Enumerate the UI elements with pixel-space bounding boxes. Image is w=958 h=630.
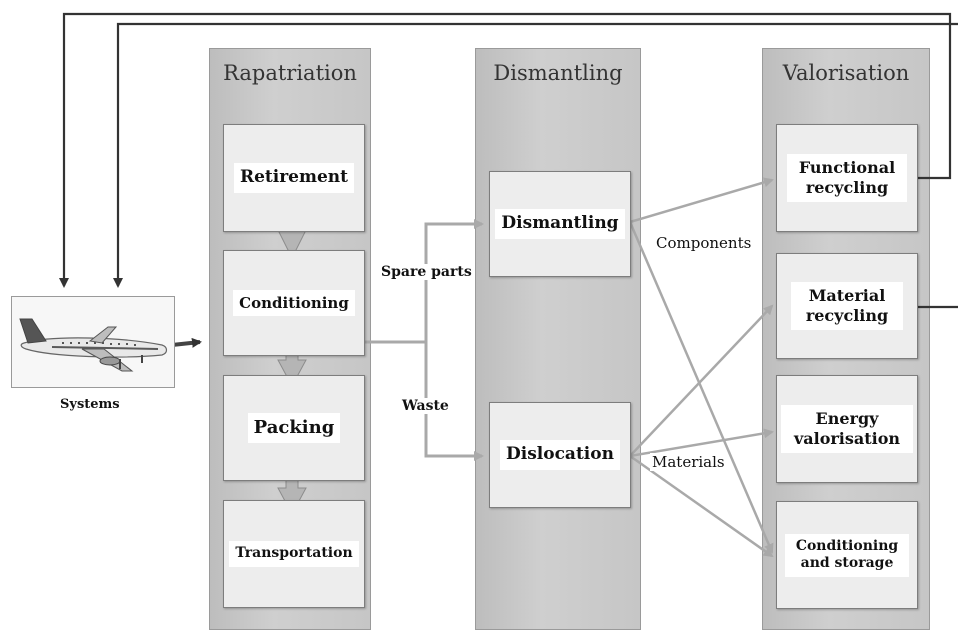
box-retirement-label: Retirement (233, 163, 355, 193)
box-dislocation-label: Dislocation (500, 440, 620, 470)
box-packing: Packing (223, 375, 365, 481)
column-title-valorisation: Valorisation (782, 61, 910, 85)
box-conditioning-label: Conditioning (233, 289, 355, 317)
box-packing-label: Packing (247, 412, 341, 444)
box-dismantling: Dismantling (489, 171, 631, 277)
arrow-dismantling-to-conditioning (628, 221, 774, 554)
box-conditioning-storage-label: Conditioning and storage (785, 533, 909, 577)
arrow-dismantling-to-functional (629, 177, 774, 224)
connector-waste (424, 342, 484, 461)
systems-label: Systems (60, 397, 120, 412)
box-functional-recycling-label: Functional recycling (787, 154, 907, 202)
feedback-line-material (118, 22, 958, 309)
box-transportation-label: Transportation (229, 541, 359, 567)
label-spare-parts: Spare parts (379, 264, 474, 280)
box-functional-recycling: Functional recycling (776, 124, 918, 232)
box-dismantling-label: Dismantling (495, 209, 625, 239)
box-retirement: Retirement (223, 124, 365, 232)
connector-spare-parts (424, 219, 484, 342)
arrow-dislocation-to-material (629, 304, 774, 457)
box-energy-valorisation: Energy valorisation (776, 375, 918, 483)
column-title-rapatriation: Rapatriation (223, 61, 357, 85)
box-transportation: Transportation (223, 500, 365, 608)
label-waste: Waste (400, 398, 451, 414)
box-dislocation: Dislocation (489, 402, 631, 508)
box-energy-valorisation-label: Energy valorisation (781, 405, 913, 453)
box-material-recycling-label: Material recycling (791, 282, 903, 330)
feedback-line-functional (59, 12, 952, 288)
arrow-dislocation-to-conditioning (629, 454, 774, 558)
arrow-dislocation-to-energy (629, 428, 774, 458)
label-components: Components (654, 234, 754, 252)
box-conditioning-storage: Conditioning and storage (776, 501, 918, 609)
box-conditioning: Conditioning (223, 250, 365, 356)
airplane-icon (12, 297, 174, 387)
box-material-recycling: Material recycling (776, 253, 918, 359)
column-title-dismantling: Dismantling (493, 61, 623, 85)
systems-box (11, 296, 175, 388)
arrow-systems-to-rapatriation (171, 337, 202, 348)
label-materials: Materials (650, 453, 727, 471)
